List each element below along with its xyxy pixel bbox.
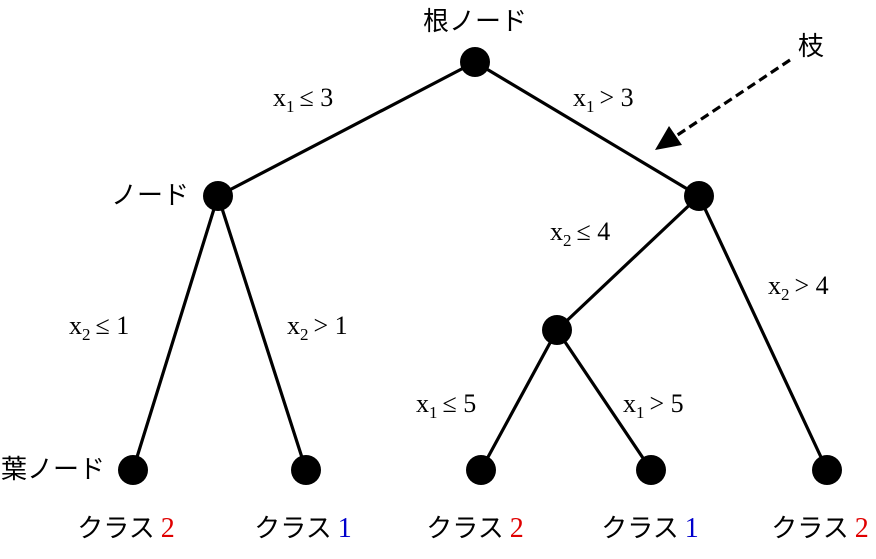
cond-root-right: x1> 3: [573, 83, 634, 116]
cond-left-left: x2≤ 1: [69, 311, 129, 344]
edge-mid-leaf3: [479, 328, 559, 472]
node-label: ノード: [111, 181, 189, 211]
edge-mid-leaf4: [555, 328, 653, 472]
cond-mid-right: x1> 5: [623, 389, 684, 422]
edge-root-right: [473, 60, 701, 198]
cond-right-left: x2≤ 4: [550, 217, 610, 250]
leaf-node-3: [466, 455, 496, 485]
leaf-node-1: [118, 455, 148, 485]
edge-root-left: [216, 60, 477, 198]
edge-right-mid: [555, 194, 701, 332]
branch-arrow: [675, 58, 791, 138]
cond-left-right: x2> 1: [287, 311, 348, 344]
cond-root-left: x1≤ 3: [273, 83, 333, 116]
root-node-label: 根ノード: [423, 7, 527, 37]
root-node: [460, 47, 490, 77]
internal-node-left: [203, 181, 233, 211]
branch-arrow-head: [655, 126, 682, 150]
internal-node-right: [684, 181, 714, 211]
cond-right-right: x2> 4: [768, 271, 829, 304]
leaf-node-5: [812, 455, 842, 485]
edge-left-leaf1: [131, 194, 220, 472]
leaf-node-2: [291, 455, 321, 485]
cond-mid-left: x1≤ 5: [416, 389, 476, 422]
edge-right-leaf5: [697, 194, 829, 472]
leaf-node-4: [636, 455, 666, 485]
edge-left-leaf2: [216, 194, 308, 472]
branch-label: 枝: [798, 32, 824, 62]
internal-node-mid: [542, 315, 572, 345]
leaf-node-label: 葉ノード: [1, 455, 105, 485]
